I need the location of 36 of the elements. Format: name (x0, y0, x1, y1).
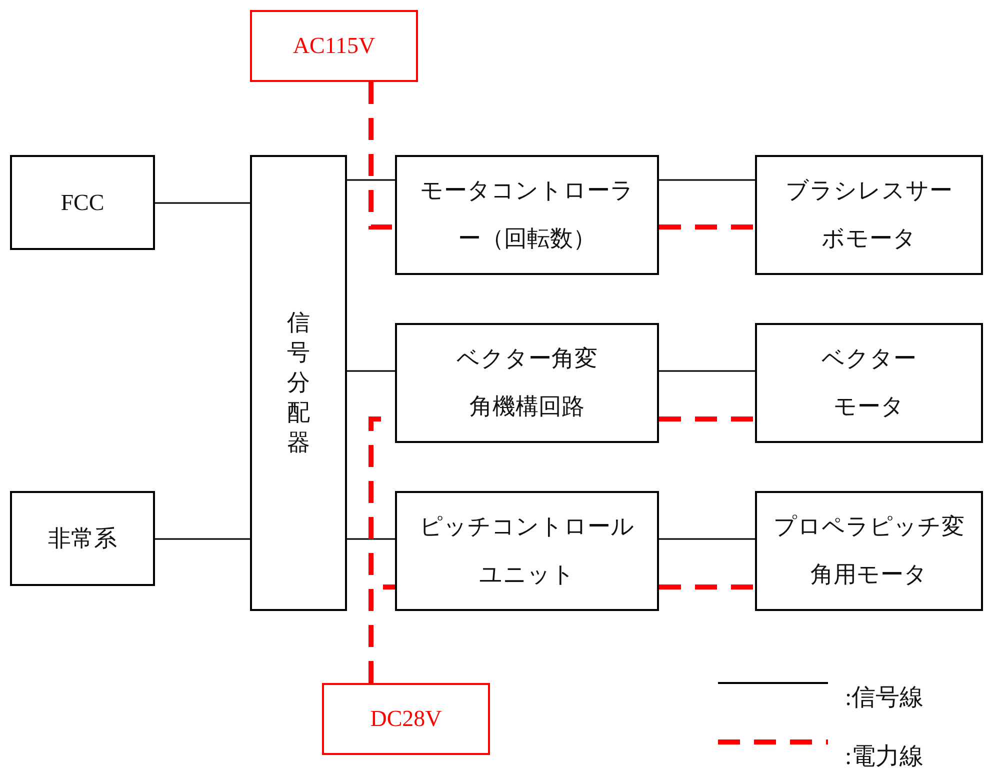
block-label: ベクターモータ (820, 345, 918, 421)
signal-line (347, 179, 395, 181)
block-box (395, 491, 659, 611)
block-label: モータコントローラー（回転数） (420, 177, 634, 253)
legend-label: :電力線 (845, 743, 924, 772)
power-line (659, 584, 755, 590)
block-box (755, 155, 983, 275)
block-label: ピッチコントロールユニット (418, 513, 636, 590)
block-box (755, 491, 983, 611)
signal-line (155, 538, 250, 540)
signal-line (659, 179, 755, 181)
block-label: ベクター角変角機構回路 (456, 345, 598, 422)
signal-line (347, 538, 395, 540)
legend-label: :信号線 (845, 684, 924, 713)
block-label: 信号分配器 (287, 309, 310, 457)
block-box (395, 323, 659, 443)
power-line (659, 416, 755, 422)
power-line (368, 82, 395, 230)
block-box (10, 491, 155, 586)
block-box (395, 155, 659, 275)
block-box (250, 155, 347, 611)
power-line (659, 224, 755, 230)
block-label: ブラシレスサーボモータ (784, 177, 954, 254)
block-label: DC28V (370, 705, 442, 733)
signal-line (659, 538, 755, 540)
block-box (10, 155, 155, 250)
signal-line (347, 370, 395, 372)
power-source-box (250, 10, 418, 82)
signal-line (659, 370, 755, 372)
block-label: AC115V (292, 32, 376, 60)
block-label: 非常系 (48, 524, 117, 552)
block-box (755, 323, 983, 443)
signal-line (155, 202, 250, 204)
power-source-box (322, 683, 490, 755)
block-label: FCC (60, 188, 104, 216)
block-label: プロペラピッチ変角用モータ (772, 513, 966, 590)
